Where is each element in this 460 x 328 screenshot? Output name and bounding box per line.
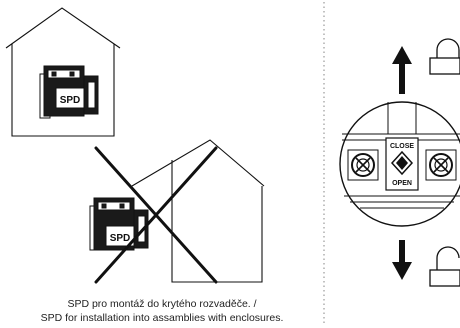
arrow-up-icon xyxy=(392,46,412,94)
spd-label: SPD xyxy=(60,95,81,106)
padlock-closed-icon xyxy=(429,38,460,75)
spd-label-2: SPD xyxy=(110,233,131,244)
lock-label-open: OPEN xyxy=(392,180,412,187)
screw-terminal-left xyxy=(347,149,379,181)
arrow-down-icon xyxy=(392,240,412,280)
magnified-detail: CLOSE OPEN xyxy=(339,101,460,227)
house-enclosure-icon xyxy=(5,7,121,137)
lock-slider xyxy=(385,137,419,191)
cross-out-icon xyxy=(94,146,218,284)
spd-device-icon-2 xyxy=(89,197,149,251)
padlock-open-icon xyxy=(429,246,460,287)
caption-line-1: SPD pro montáž do krytého rozvaděče. / xyxy=(67,298,257,310)
spd-device-icon xyxy=(39,65,99,119)
lock-label-close: CLOSE xyxy=(390,143,414,150)
screw-terminal-right xyxy=(425,149,457,181)
caption-line-2: SPD for installation into assamblies wit… xyxy=(40,312,284,324)
